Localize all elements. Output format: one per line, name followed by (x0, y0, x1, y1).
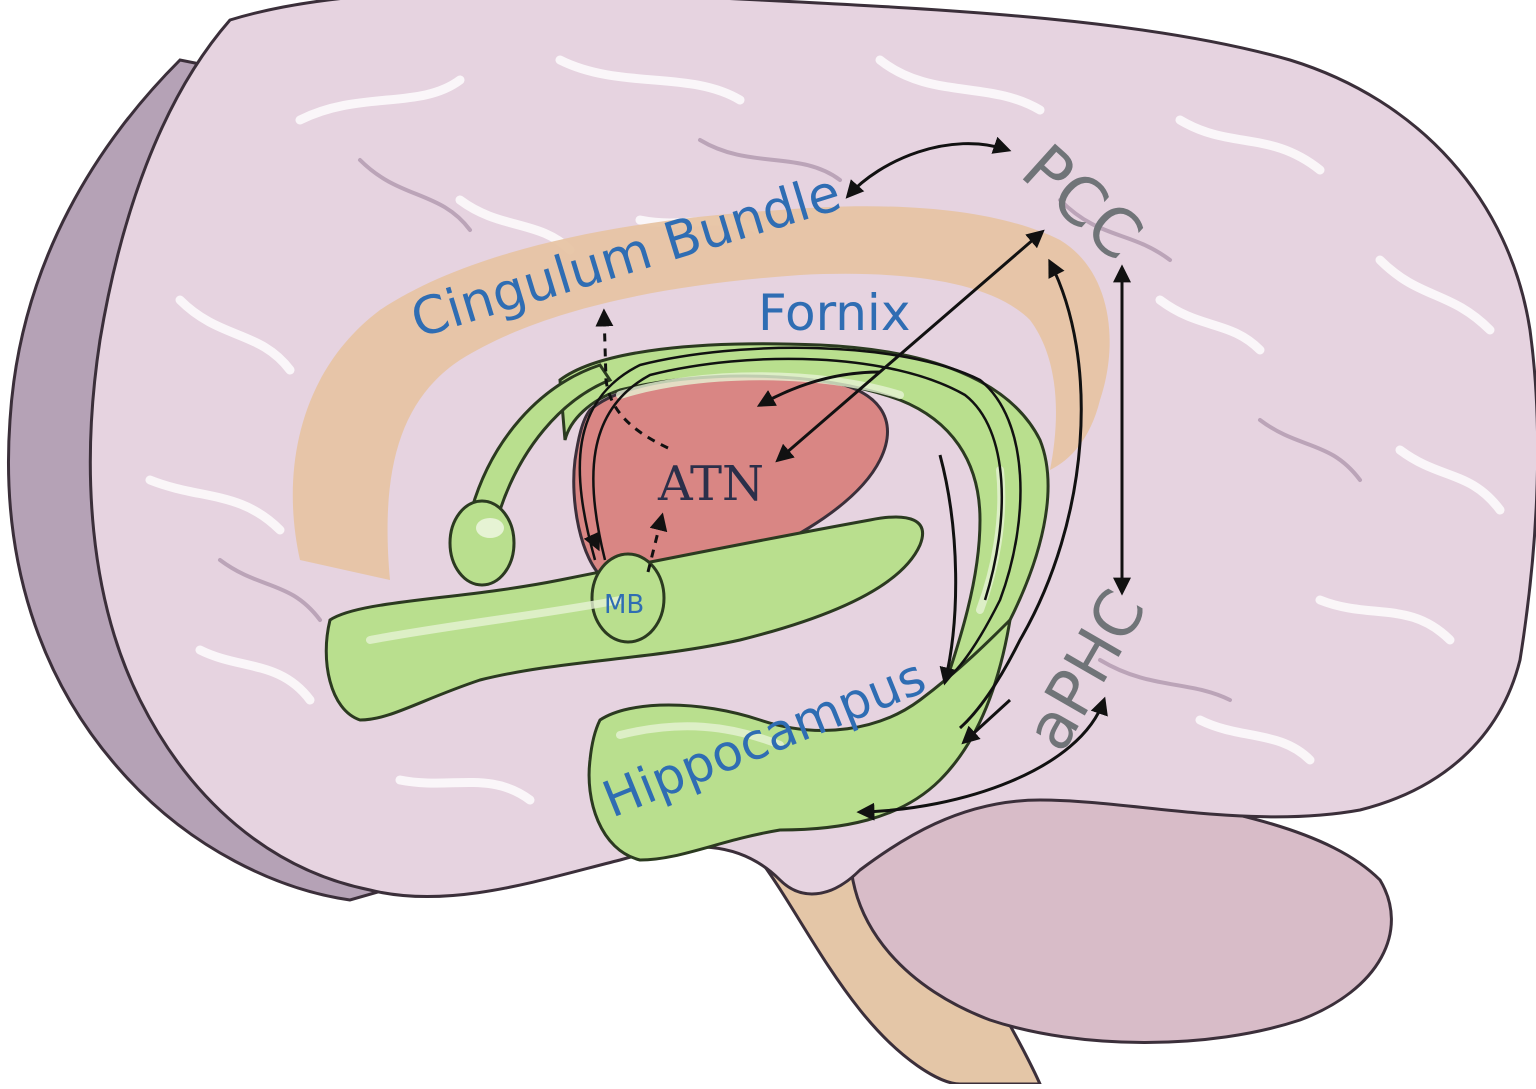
arrow-pcc-fornix (958, 258, 1083, 730)
arrow-aphc-hippocampus (856, 696, 1108, 821)
dashed-arrows (595, 308, 669, 573)
arrow-pcc-atn (775, 229, 1045, 463)
connection-arrows (583, 136, 1131, 821)
arrow-fornix-atn (756, 370, 881, 407)
arrow-mb-atn (646, 512, 668, 573)
arrow-fornix-hippocampus (938, 454, 958, 686)
arrow-atn-cingulum (595, 308, 669, 450)
mammillary-body (590, 552, 666, 644)
arrow-aphc-tail (961, 698, 1012, 745)
cortex-sulci (218, 138, 1362, 702)
label-atn: ATN (657, 456, 764, 512)
label-mb: MB (604, 590, 644, 620)
cingulum-bundle (292, 206, 1110, 580)
arrow-cingulum-pcc (845, 136, 1012, 199)
label-fornix: Fornix (758, 284, 910, 342)
arrow-fornix-mb (583, 531, 601, 552)
